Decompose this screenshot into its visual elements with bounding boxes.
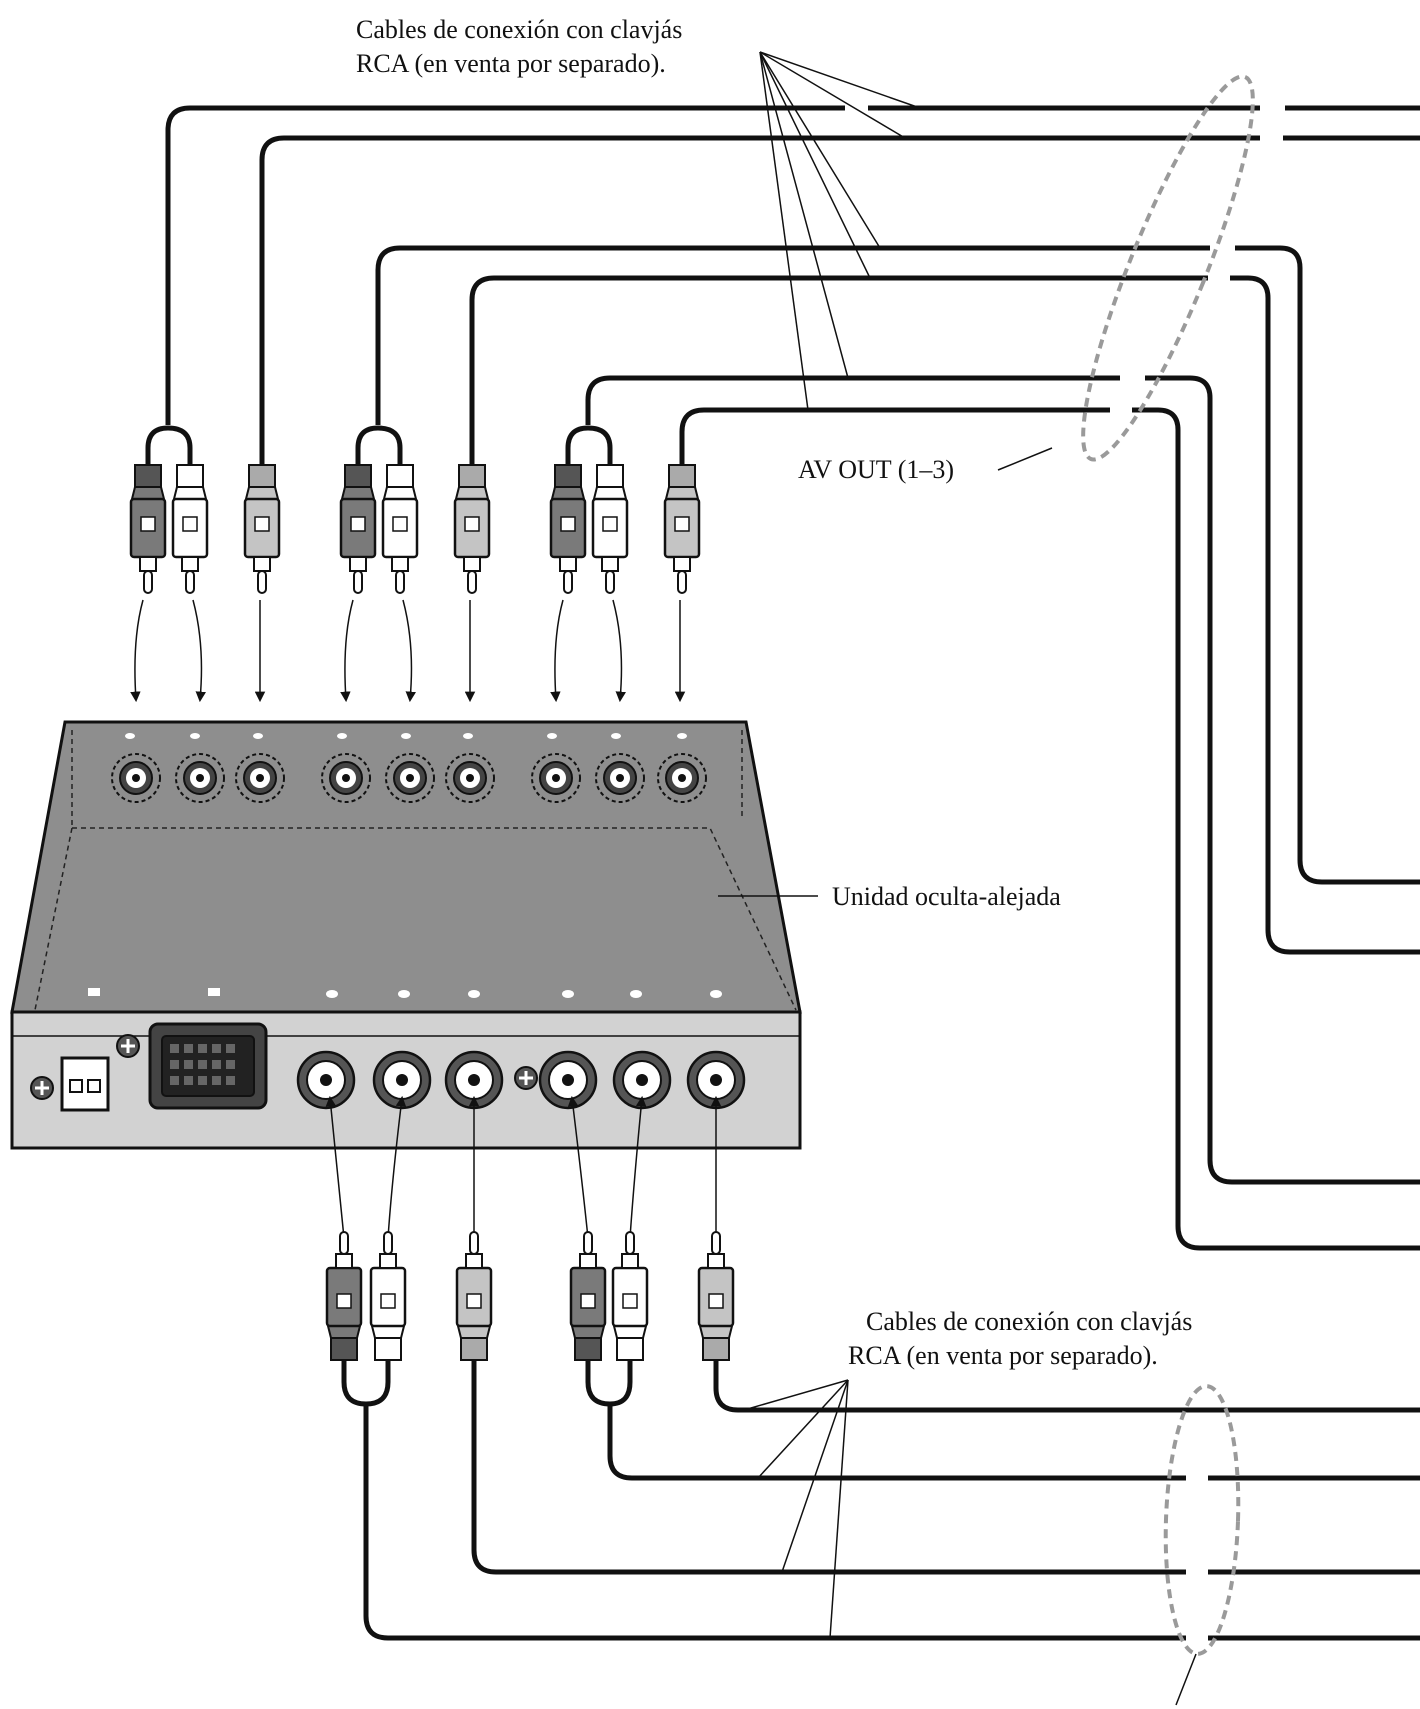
cable-1b xyxy=(259,135,1260,465)
rca-plug-icon xyxy=(569,1231,607,1361)
rca-jack-icon xyxy=(444,1050,504,1110)
bottom-cable-1b xyxy=(471,1360,1186,1575)
bottom-plugs xyxy=(325,1231,735,1361)
cable-3a xyxy=(585,375,1120,425)
top-jacks xyxy=(111,753,707,803)
rca-plug-icon xyxy=(591,464,629,594)
bottom-insertion-arrows xyxy=(325,1095,722,1239)
screw-icon xyxy=(514,1066,538,1090)
cable-2a-right xyxy=(1235,245,1420,885)
front-jacks xyxy=(296,1050,746,1110)
top-plugs xyxy=(129,464,701,594)
av-out-label: AV OUT (1–3) xyxy=(798,455,954,484)
rca-plug-icon xyxy=(325,1231,363,1361)
unit-label: Unidad oculta-alejada xyxy=(832,882,1061,911)
bottom-cables-ellipse xyxy=(1163,1384,1241,1656)
cable-3b-right xyxy=(1132,407,1420,1251)
bottom-plug-loop-1 xyxy=(341,1360,391,1407)
rca-plug-icon xyxy=(339,464,377,594)
bottom-ellipse-leader xyxy=(1175,1653,1197,1706)
rca-jack-icon xyxy=(612,1050,672,1110)
av-out-ellipse xyxy=(1081,74,1255,462)
top-jack-marks xyxy=(125,733,687,739)
rca-jack-icon xyxy=(531,753,581,803)
rca-plug-icon xyxy=(549,464,587,594)
rca-jack-icon xyxy=(321,753,371,803)
top-cables xyxy=(165,105,1420,1251)
rca-jack-icon xyxy=(595,753,645,803)
power-connector-icon xyxy=(60,1056,110,1112)
front-edge-marks xyxy=(88,988,722,998)
rca-jack-icon xyxy=(445,753,495,803)
rca-plug-icon xyxy=(381,464,419,594)
bottom-cable-2 xyxy=(607,1404,1186,1481)
rca-jack-icon xyxy=(372,1050,432,1110)
rca-jack-icon xyxy=(538,1050,598,1110)
rca-jack-icon xyxy=(686,1050,746,1110)
rca-plug-icon xyxy=(663,464,701,594)
rca-plug-icon xyxy=(455,1231,493,1361)
cable-2b-right xyxy=(1230,275,1420,955)
rca-plug-icon xyxy=(611,1231,649,1361)
cable-2a xyxy=(375,245,1210,425)
rca-plug-icon xyxy=(243,464,281,594)
cable-3b xyxy=(679,407,1110,465)
rca-jack-icon xyxy=(657,753,707,803)
top-plug-loops xyxy=(145,425,613,465)
av-out-leader xyxy=(997,447,1053,471)
top-insertion-arrows xyxy=(130,599,686,703)
plug-loop-3 xyxy=(565,425,613,465)
bottom-callout-line2: RCA (en venta por separado). xyxy=(848,1341,1158,1370)
rca-jack-icon xyxy=(385,753,435,803)
bottom-callout-leaders xyxy=(743,1379,849,1639)
bottom-plug-loop-2 xyxy=(585,1360,633,1407)
rca-jack-icon xyxy=(235,753,285,803)
hideaway-unit xyxy=(10,720,802,1150)
rca-plug-icon xyxy=(697,1231,735,1361)
bottom-cable-1a xyxy=(363,1404,1186,1641)
rca-jack-icon xyxy=(175,753,225,803)
rca-plug-icon xyxy=(171,464,209,594)
bottom-callout-line1: Cables de conexión con clavjás xyxy=(866,1307,1192,1336)
multi-pin-connector-icon xyxy=(148,1022,268,1110)
cable-1a xyxy=(165,105,845,425)
cable-2b xyxy=(469,275,1208,465)
bottom-cable-3 xyxy=(713,1360,1420,1413)
rca-jack-icon xyxy=(296,1050,356,1110)
top-callout-line1: Cables de conexión con clavjás xyxy=(356,15,682,44)
rca-plug-icon xyxy=(369,1231,407,1361)
plug-loop-2 xyxy=(355,425,403,465)
plug-loop-1 xyxy=(145,425,193,465)
cable-3a-right xyxy=(1145,375,1420,1185)
rca-plug-icon xyxy=(453,464,491,594)
top-callout-line2: RCA (en venta por separado). xyxy=(356,49,666,78)
screw-icon xyxy=(116,1034,140,1058)
bottom-cables xyxy=(341,1360,1420,1641)
top-callout-leaders xyxy=(759,51,921,411)
rca-plug-icon xyxy=(129,464,167,594)
rca-jack-icon xyxy=(111,753,161,803)
screw-icon xyxy=(30,1076,54,1100)
